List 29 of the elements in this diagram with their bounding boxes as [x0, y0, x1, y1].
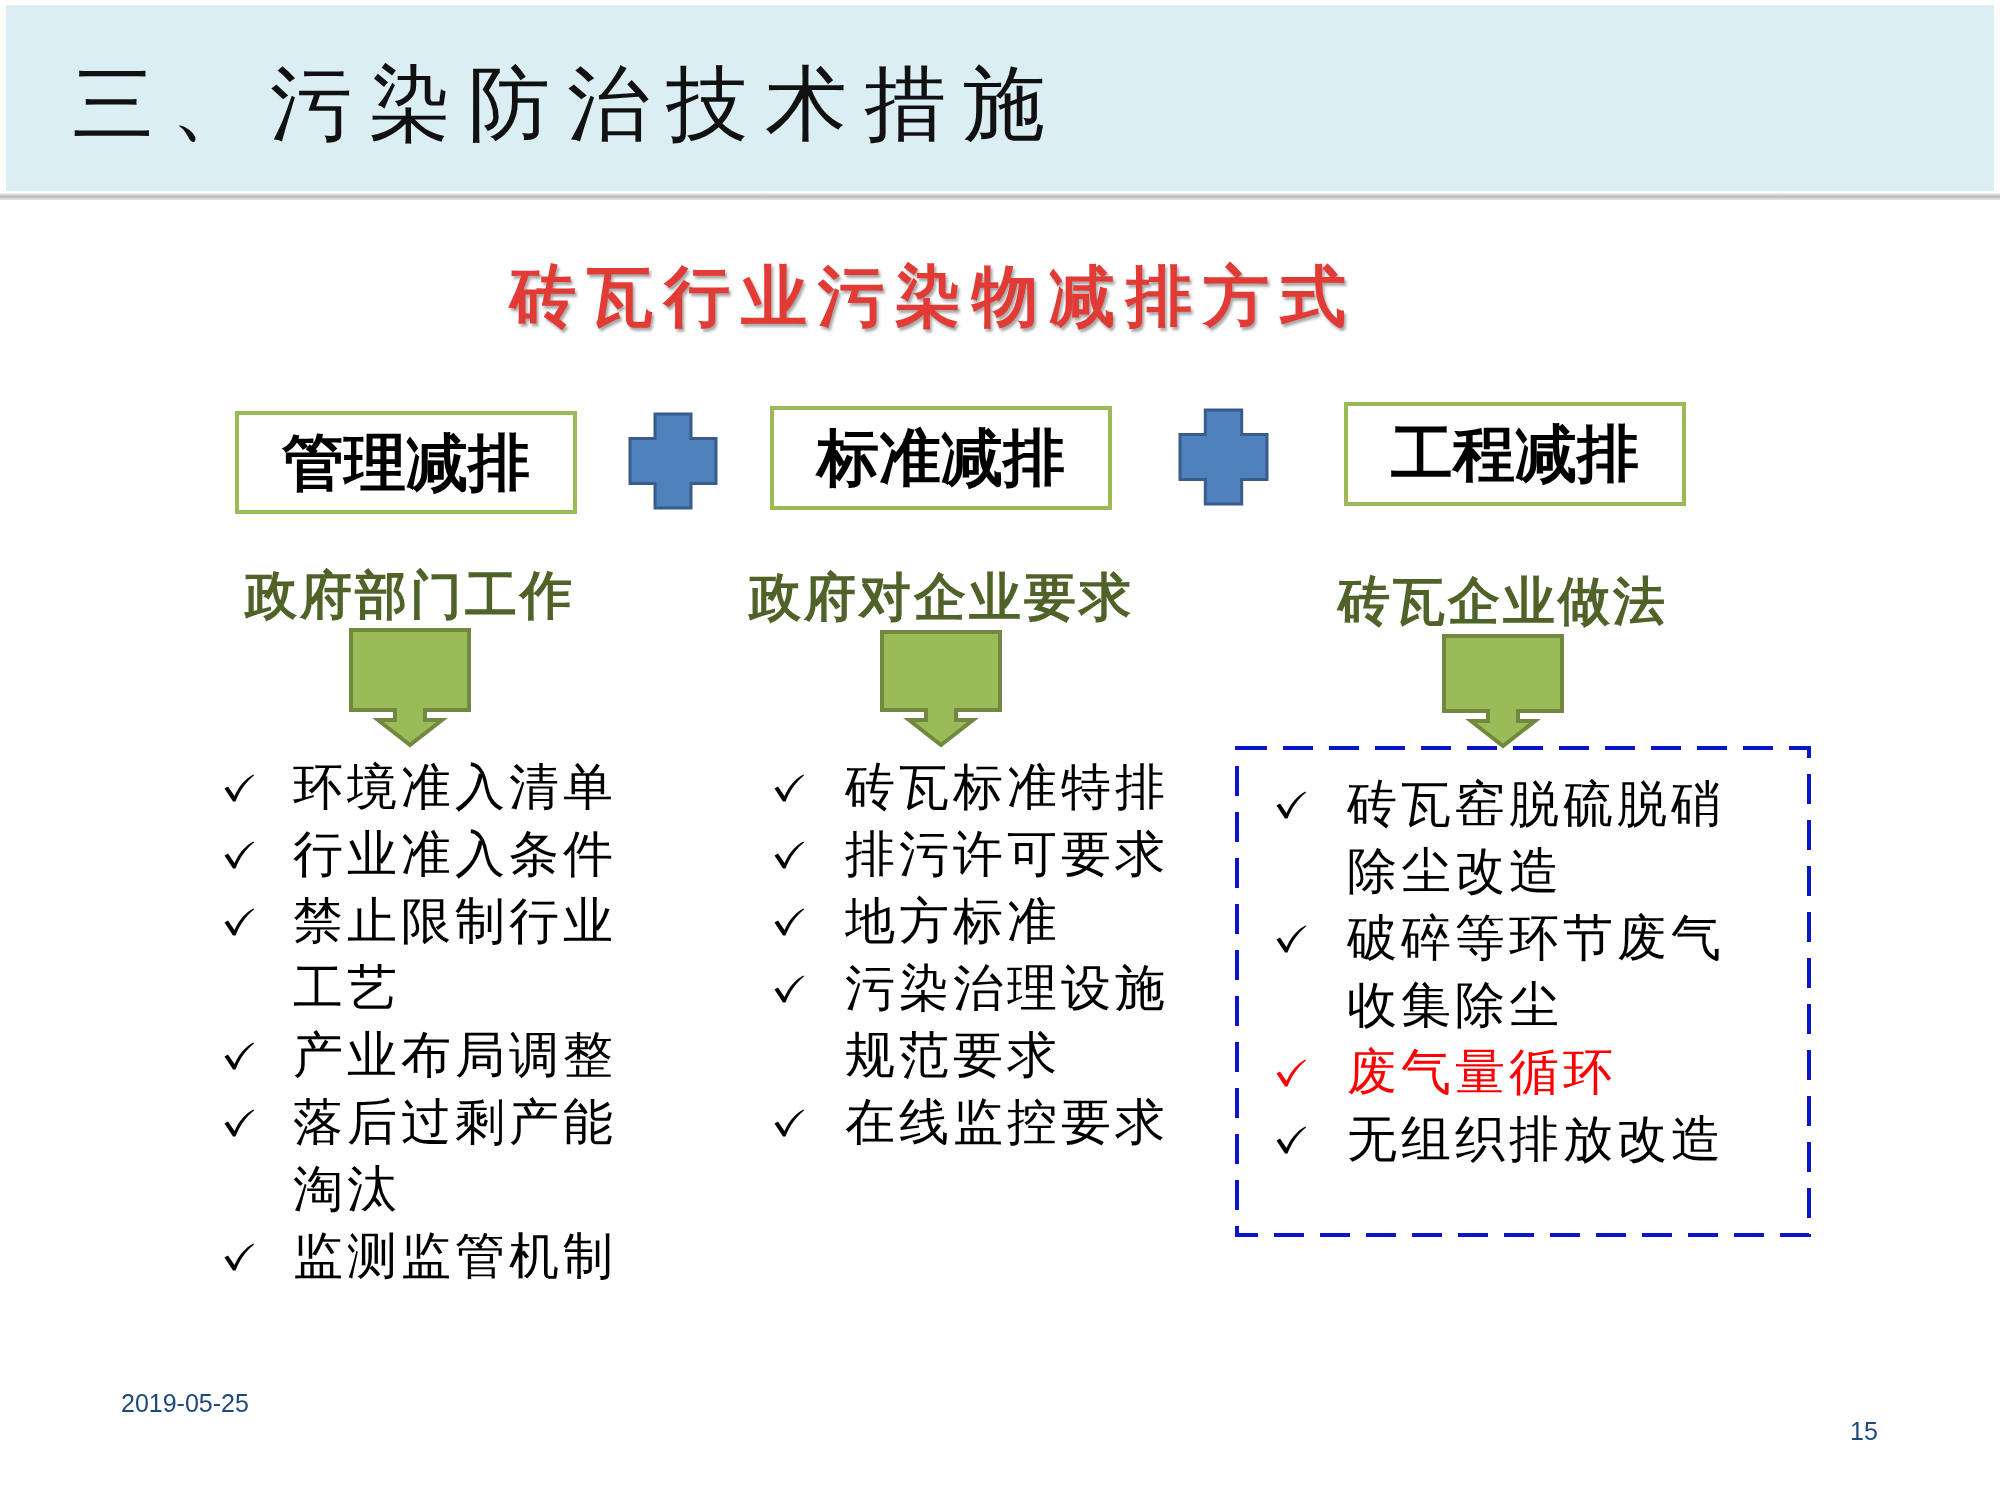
list-item: 砖瓦标准特排 — [845, 757, 1170, 818]
list-item: 砖瓦窑脱硫脱硝除尘改造 — [1347, 774, 1726, 902]
dashed-frame — [1235, 746, 1811, 1237]
date-label: 2019-05-25 — [121, 1388, 249, 1418]
page-number: 15 — [1850, 1416, 1878, 1446]
block-arrow — [880, 630, 1002, 748]
list-item: 行业准入条件 — [293, 824, 618, 885]
list-item: 环境准入清单 — [293, 757, 618, 818]
category-box: 管理减排 — [235, 411, 577, 514]
category-box: 工程减排 — [1344, 402, 1686, 506]
list-item: 落后过剩产能淘汰 — [293, 1092, 618, 1220]
column-heading: 政府部门工作 — [235, 560, 585, 630]
block-arrow — [349, 628, 471, 748]
subtitle: 砖瓦行业污染物减排方式 — [510, 258, 1357, 336]
list-item: 地方标准 — [845, 891, 1062, 952]
list-item: 污染治理设施规范要求 — [845, 958, 1170, 1086]
list-item: 无组织排放改造 — [1347, 1109, 1726, 1170]
list-item: 监测监管机制 — [293, 1226, 618, 1287]
column-heading: 砖瓦企业做法 — [1328, 566, 1678, 636]
slide-title: 三、污染防治技术措施 — [72, 56, 1062, 152]
list-item: 破碎等环节废气收集除尘 — [1347, 908, 1726, 1036]
list-item: 废气量循环 — [1347, 1042, 1618, 1103]
block-arrow — [1442, 634, 1564, 749]
category-box: 标准减排 — [770, 406, 1112, 510]
list-item: 排污许可要求 — [845, 824, 1170, 885]
list-item: 产业布局调整 — [293, 1025, 618, 1086]
list-item: 在线监控要求 — [845, 1092, 1170, 1153]
column-heading: 政府对企业要求 — [741, 562, 1141, 632]
list-item: 禁止限制行业工艺 — [293, 891, 618, 1019]
